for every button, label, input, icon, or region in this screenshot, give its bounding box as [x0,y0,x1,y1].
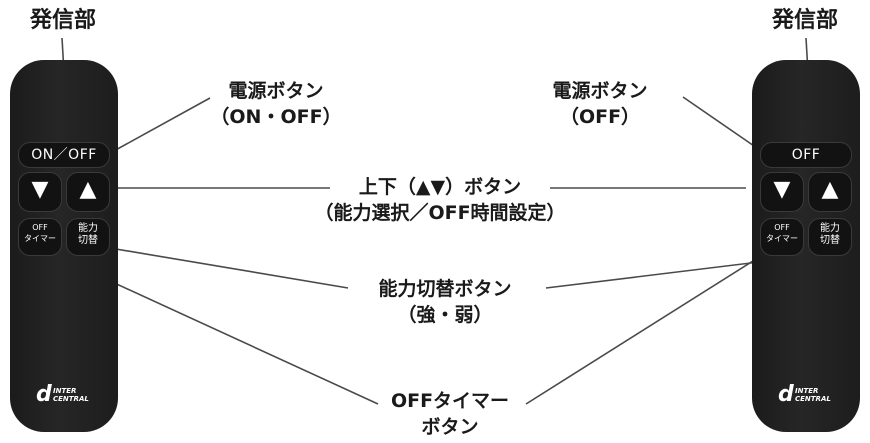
capacity-label-1: 能力 [820,223,840,234]
capacity-button-left[interactable]: 能力 切替 [66,218,110,256]
leader-power-left [111,97,211,153]
logo-text-2: CENTRAL [795,395,831,403]
callout-off-timer: OFFタイマー ボタン [370,388,530,440]
leader-capacity-left [109,247,349,289]
callout-power-right-title: 電源ボタン [552,80,648,102]
callout-off-timer-sub: ボタン [421,416,479,438]
logo-text-1: INTER [795,387,819,395]
remote-left: ON／OFF ▼ ▲ OFF タイマー 能力 切替 d INTER CENTRA… [10,60,118,432]
logo-text-1: INTER [53,387,77,395]
brand-mark-icon: d [778,382,794,407]
transmitter-label-left: 発信部 [29,8,96,33]
callout-off-timer-title: OFFタイマー [390,390,510,412]
callout-power-right: 電源ボタン （OFF） [520,78,680,130]
off-timer-label-1: OFF [774,223,790,232]
off-timer-button-right[interactable]: OFF タイマー [760,218,804,256]
power-button-right[interactable]: OFF [760,142,852,168]
callout-capacity-title: 能力切替ボタン [378,278,512,300]
remote-right: OFF ▼ ▲ OFF タイマー 能力 切替 d INTER CENTRAL [752,60,860,432]
callout-updown-title: 上下（▲▼）ボタン [358,176,522,198]
callout-capacity: 能力切替ボタン （強・弱） [340,276,550,328]
capacity-label-1: 能力 [78,223,98,234]
logo-text-2: CENTRAL [53,395,89,403]
leader-power-right [682,96,758,149]
up-button-right[interactable]: ▲ [808,172,852,212]
callout-power-left-title: 電源ボタン [228,80,324,102]
up-button-left[interactable]: ▲ [66,172,110,212]
brand-logo-left: d INTER CENTRAL [36,384,96,408]
off-timer-label-2: タイマー [766,234,798,243]
callout-power-left-sub: （ON・OFF） [210,106,342,128]
transmitter-label-right: 発信部 [771,8,838,33]
down-button-right[interactable]: ▼ [760,172,804,212]
power-button-left[interactable]: ON／OFF [18,142,110,168]
leader-timer-right [525,243,781,405]
brand-mark-icon: d [36,382,52,407]
down-button-left[interactable]: ▼ [18,172,62,212]
callout-power-left: 電源ボタン （ON・OFF） [196,78,356,130]
callout-updown-sub: （能力選択／OFF時間設定） [314,202,566,224]
callout-capacity-sub: （強・弱） [397,304,493,326]
off-timer-label-2: タイマー [24,234,56,243]
off-timer-button-left[interactable]: OFF タイマー [18,218,62,256]
off-timer-label-1: OFF [32,223,48,232]
capacity-label-2: 切替 [78,235,98,246]
brand-logo-right: d INTER CENTRAL [778,384,838,408]
callout-power-right-sub: （OFF） [559,106,641,128]
capacity-button-right[interactable]: 能力 切替 [808,218,852,256]
callout-updown: 上下（▲▼）ボタン （能力選択／OFF時間設定） [290,174,590,226]
capacity-label-2: 切替 [820,235,840,246]
